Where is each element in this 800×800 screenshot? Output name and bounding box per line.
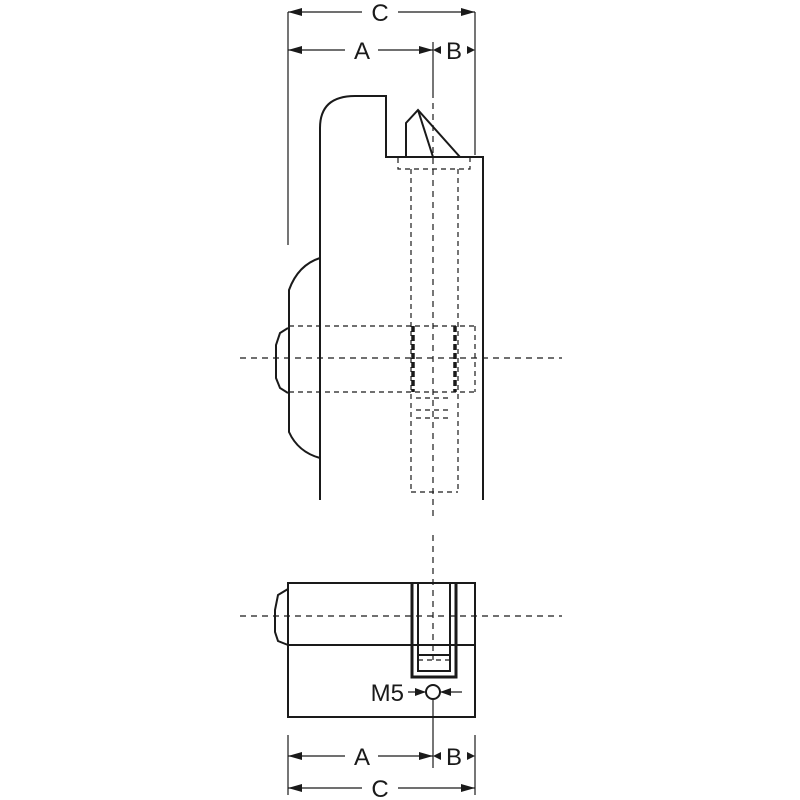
bottom-view-cam-slot-outer xyxy=(410,583,458,679)
dim-c-bottom-label: C xyxy=(371,776,388,800)
dim-a-bottom-label: A xyxy=(354,744,370,771)
bottom-view-m5-hole xyxy=(425,684,441,700)
dim-b-bottom-arrow-left xyxy=(433,752,441,760)
side-view-key-nose xyxy=(275,327,289,394)
dim-a-top-label: A xyxy=(354,38,370,65)
dim-a-top-arrow-right xyxy=(419,46,433,54)
side-view-cam xyxy=(405,108,461,158)
bottom-dimensions: A B C xyxy=(287,700,476,800)
bottom-view-body xyxy=(287,582,476,718)
dim-b-bottom-arrow-right xyxy=(467,752,475,760)
dim-a-top-arrow-left xyxy=(288,46,302,54)
m5-label: M5 xyxy=(371,680,404,707)
dim-c-bottom-arrow-right xyxy=(461,784,475,792)
dim-b-top-label: B xyxy=(446,38,462,65)
dim-c-top-label: C xyxy=(371,0,388,27)
bottom-view xyxy=(240,535,562,718)
m5-callout: M5 xyxy=(371,680,462,707)
side-view-body xyxy=(319,95,484,500)
side-view-front-boss xyxy=(288,257,321,459)
dim-c-top-arrow-left xyxy=(288,8,302,16)
dim-a-bottom-arrow-right xyxy=(419,752,433,760)
dim-c-bottom-arrow-left xyxy=(288,784,302,792)
m5-arrow-left xyxy=(415,688,426,696)
side-view-hidden-cam-recess xyxy=(397,156,471,170)
dim-b-top-arrow-right xyxy=(467,46,475,54)
top-dimensions: C A B xyxy=(287,0,476,245)
side-view xyxy=(240,92,562,520)
bottom-view-key-nose xyxy=(274,588,289,646)
dim-b-top-arrow-left xyxy=(433,46,441,54)
m5-arrow-right xyxy=(440,688,451,696)
dim-b-bottom-label: B xyxy=(446,744,462,771)
side-view-cam-edge xyxy=(417,109,434,158)
dim-c-top-arrow-right xyxy=(461,8,475,16)
dim-a-bottom-arrow-left xyxy=(288,752,302,760)
bottom-view-cam-slot-inner xyxy=(417,583,451,672)
